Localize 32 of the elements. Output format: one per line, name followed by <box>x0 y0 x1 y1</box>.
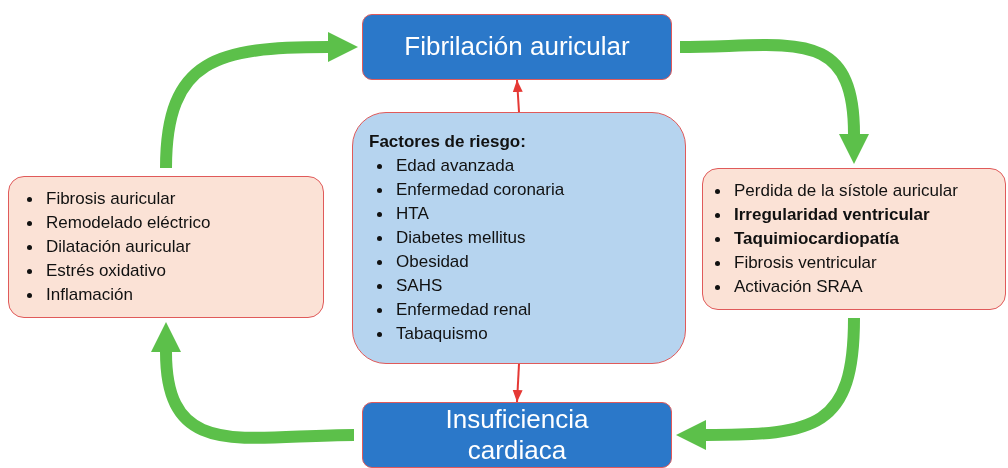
list-item: HTA <box>396 203 429 225</box>
box-title: Fibrilación auricular <box>404 31 630 63</box>
curved-arrow <box>676 317 860 450</box>
curved-arrow <box>151 322 355 444</box>
list-item: Estrés oxidativo <box>46 260 166 282</box>
list-item: Dilatación auricular <box>46 236 191 258</box>
curved-arrow <box>679 39 869 164</box>
list-item: Fibrosis ventricular <box>734 252 877 274</box>
title-box <box>362 402 672 468</box>
list-item: Tabaquismo <box>396 323 488 345</box>
title-box <box>362 14 672 80</box>
curved-arrow <box>160 32 358 169</box>
list-item: Fibrosis auricular <box>46 188 176 210</box>
box-title: Insuficiencia cardiaca <box>444 403 590 467</box>
list-item: Irregularidad ventricular <box>734 204 930 226</box>
list-item: Remodelado eléctrico <box>46 212 211 234</box>
list-item: Inflamación <box>46 284 133 306</box>
list-box <box>702 168 1006 310</box>
arrow <box>512 79 523 113</box>
list-box <box>352 112 686 364</box>
list-item: Enfermedad renal <box>396 299 532 321</box>
list-item: Obesidad <box>396 251 469 273</box>
list-heading: Factores de riesgo: <box>369 131 527 153</box>
list-item: Edad avanzada <box>396 155 515 177</box>
list-item: Taquimiocardiopatía <box>734 228 899 250</box>
list-item: Activación SRAA <box>734 276 863 298</box>
list-item: Perdida de la sístole auricular <box>734 180 958 202</box>
list-item: SAHS <box>396 275 443 297</box>
list-item: Enfermedad coronaria <box>396 179 565 201</box>
list-item: Diabetes mellitus <box>396 227 526 249</box>
arrow <box>512 363 523 403</box>
list-box <box>8 176 324 318</box>
